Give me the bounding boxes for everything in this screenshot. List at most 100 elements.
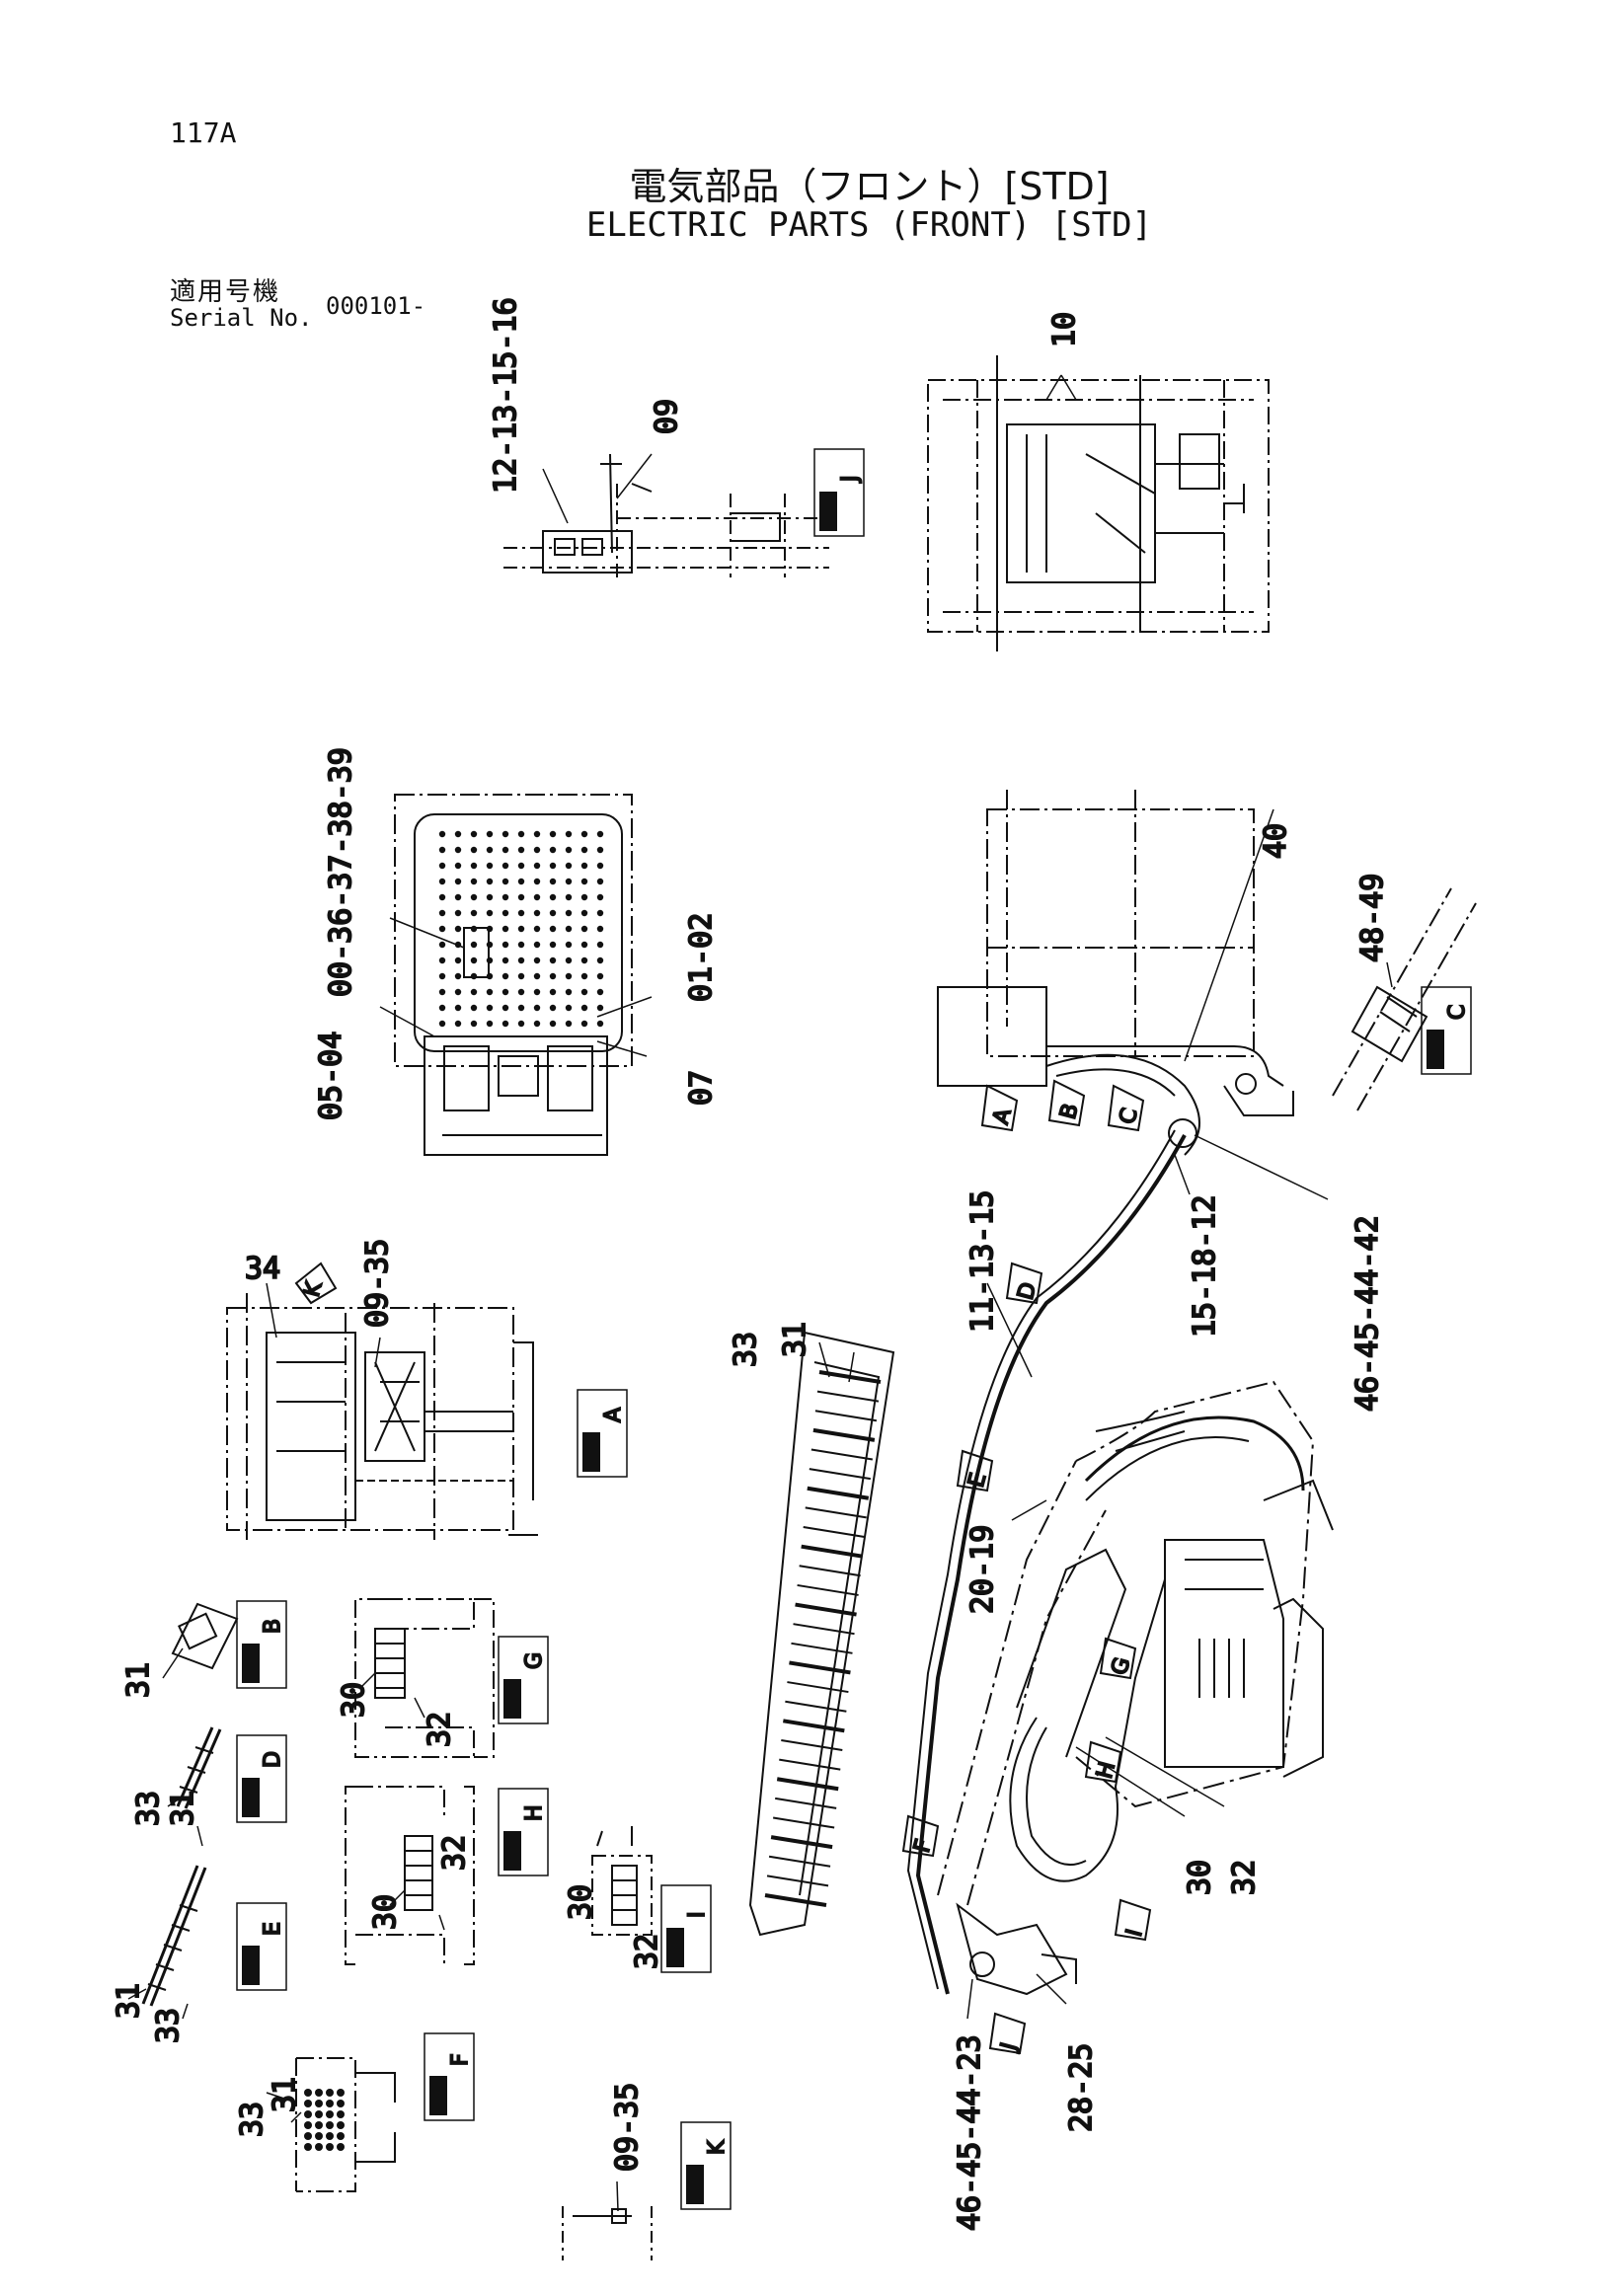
connector-pin [326, 2110, 334, 2118]
panel-dot [565, 988, 573, 996]
panel-dot [533, 893, 541, 901]
panel-dot [596, 846, 604, 854]
panel-dot [533, 862, 541, 870]
panel-dot [596, 909, 604, 917]
connector-pin [337, 2121, 345, 2129]
callout-31-section-f: 31 [268, 2077, 302, 2112]
section-b-drawing [162, 1602, 239, 1679]
callout-30-section-i: 30 [564, 1884, 598, 1920]
view-j-letter: J [838, 476, 863, 485]
panel-dot [517, 1004, 525, 1012]
panel-dot [501, 941, 509, 949]
view-a-tag: A [577, 1389, 628, 1478]
callout-07: 07 [684, 1070, 719, 1106]
panel-dot [580, 846, 588, 854]
panel-dot [470, 878, 478, 885]
panel-dot [533, 1004, 541, 1012]
callout-32-section-g: 32 [423, 1712, 457, 1747]
view-a-drawing [226, 1282, 538, 1540]
panel-dot [517, 846, 525, 854]
panel-dot [454, 972, 462, 980]
section-g-drawing [354, 1598, 495, 1758]
panel-dot [517, 1020, 525, 1028]
section-h-letter: H [522, 1804, 547, 1821]
panel-dot [580, 862, 588, 870]
panel-dot [533, 988, 541, 996]
callout-33-section-d: 33 [131, 1791, 166, 1826]
panel-dot-grid [438, 830, 604, 1028]
connector-pin [304, 2100, 312, 2107]
serial-label-japanese: 適用号機 [170, 277, 281, 307]
callout-31-section-b: 31 [121, 1662, 156, 1698]
panel-dot [596, 1004, 604, 1012]
page-title-japanese: 電気部品（フロント）[STD] [629, 165, 1110, 208]
panel-dot [501, 925, 509, 933]
connector-pin [337, 2100, 345, 2107]
panel-dot [549, 1020, 557, 1028]
callout-01-02: 01-02 [684, 913, 719, 1002]
panel-dot [580, 830, 588, 838]
callout-48-49: 48-49 [1355, 874, 1390, 962]
harness-rung [801, 1544, 863, 1559]
section-g-letter: G [522, 1652, 547, 1669]
panel-dot [454, 846, 462, 854]
arrow-marker-k: K [294, 1262, 338, 1305]
callout-30-section-g: 30 [337, 1682, 371, 1718]
page-title-english: ELECTRIC PARTS (FRONT) [STD] [585, 205, 1153, 245]
panel-dot [549, 862, 557, 870]
panel-dot [438, 1020, 446, 1028]
panel-dot [580, 1004, 588, 1012]
harness-rung [809, 1468, 871, 1481]
callout-31-harness: 31 [778, 1322, 812, 1357]
section-f-connector-pins [304, 2089, 345, 2151]
panel-dot [501, 988, 509, 996]
panel-dot [486, 988, 494, 996]
view-a-letter: A [601, 1408, 626, 1422]
cab-top-view-drawing [927, 355, 1270, 651]
panel-dot [438, 862, 446, 870]
harness-rung [816, 1390, 880, 1403]
panel-dot [501, 830, 509, 838]
view-c-tag: C [1421, 986, 1472, 1075]
panel-dot [549, 830, 557, 838]
connector-pin [326, 2143, 334, 2151]
cab-side-view-drawing [937, 790, 1294, 1156]
panel-dot [470, 893, 478, 901]
panel-dot [533, 1020, 541, 1028]
panel-dot [517, 957, 525, 964]
connector-pin [315, 2121, 323, 2129]
panel-dot [501, 1004, 509, 1012]
panel-dot [580, 925, 588, 933]
panel-dot [517, 893, 525, 901]
panel-dot [501, 893, 509, 901]
panel-dot [470, 988, 478, 996]
panel-dot [517, 862, 525, 870]
panel-dot [549, 988, 557, 996]
panel-dot [454, 957, 462, 964]
callout-33-section-e: 33 [151, 2008, 186, 2043]
panel-dot [596, 972, 604, 980]
boom-arm-drawing [906, 1118, 1334, 2020]
view-j-drawing [503, 453, 829, 577]
harness-rung [768, 1855, 831, 1868]
arrow-marker-a-letter: A [989, 1107, 1017, 1127]
section-h-tag: H [498, 1788, 549, 1876]
section-i-drawing [591, 1826, 653, 1936]
panel-dot [438, 941, 446, 949]
panel-dot [549, 878, 557, 885]
panel-dot [438, 893, 446, 901]
panel-dot [517, 878, 525, 885]
section-e-letter: E [261, 1922, 285, 1936]
panel-dot [549, 925, 557, 933]
panel-dot [486, 846, 494, 854]
panel-dot [580, 972, 588, 980]
section-f-letter: F [448, 2053, 473, 2066]
harness-rung [810, 1448, 874, 1461]
panel-dot [596, 830, 604, 838]
harness-rung [807, 1486, 870, 1500]
callout-32-boom: 32 [1227, 1860, 1262, 1895]
panel-dot [486, 909, 494, 917]
callout-30-section-h: 30 [368, 1894, 403, 1930]
panel-dot [470, 1004, 478, 1012]
panel-dot [486, 830, 494, 838]
